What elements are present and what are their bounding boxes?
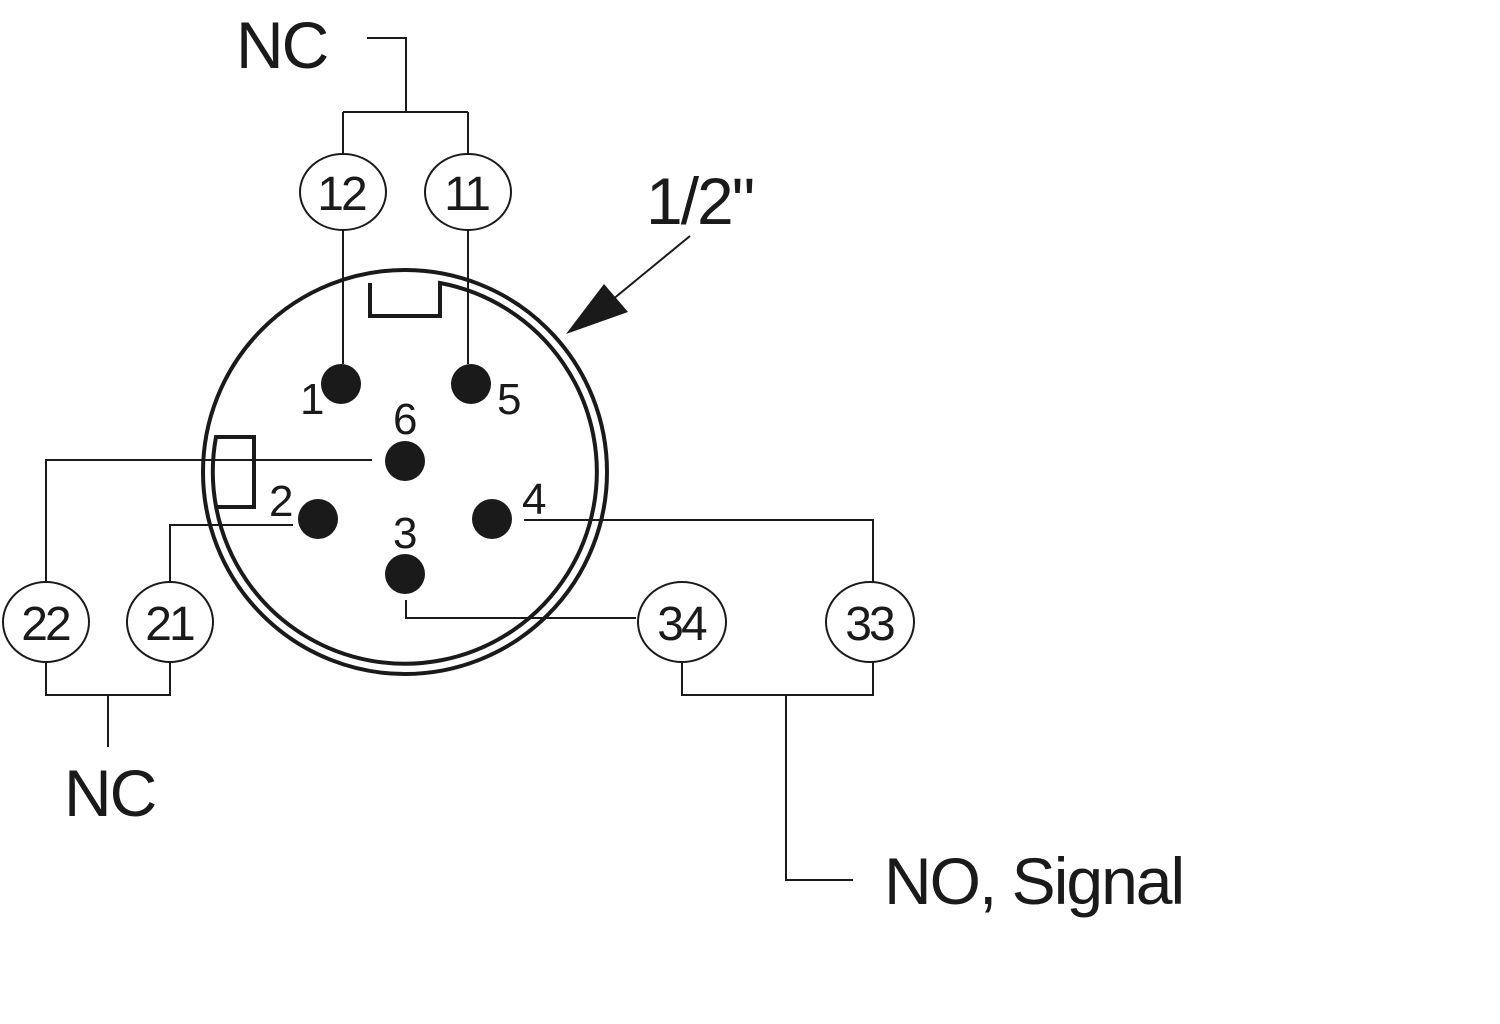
wire-pin6-t22 xyxy=(45,459,372,582)
size-pointer-line xyxy=(611,235,691,301)
nc-top-label: NC xyxy=(236,8,328,82)
nc-bottom-label: NC xyxy=(64,756,156,830)
pin-1 xyxy=(321,364,361,404)
size-pointer-arrowhead xyxy=(566,284,628,334)
terminal-22-label: 22 xyxy=(21,598,70,651)
connector-inner-face xyxy=(210,280,599,666)
pin-2-label: 2 xyxy=(269,477,293,526)
pin-2 xyxy=(298,499,338,539)
terminal-22: 22 xyxy=(2,581,90,663)
terminal-34: 34 xyxy=(637,581,727,663)
pin-3 xyxy=(385,554,425,594)
terminal-12: 12 xyxy=(299,153,387,231)
terminal-12-label: 12 xyxy=(317,168,366,221)
terminal-34-label: 34 xyxy=(657,598,707,651)
pin-5-label: 5 xyxy=(497,375,521,424)
terminal-11-label: 11 xyxy=(444,168,489,221)
terminal-11: 11 xyxy=(424,153,512,231)
wire-pin4-t33 xyxy=(524,519,874,582)
wire-nc-bottom xyxy=(45,660,171,747)
wire-pin3-t34 xyxy=(405,600,636,619)
pin-5 xyxy=(451,364,491,404)
pin-6-label: 6 xyxy=(393,395,417,444)
wire-nc-top xyxy=(342,37,469,156)
pin-1-label: 1 xyxy=(300,375,324,424)
wire-no-signal xyxy=(681,660,874,881)
connector-outer-ring xyxy=(201,268,609,676)
no-signal-label: NO, Signal xyxy=(884,844,1183,918)
terminal-33: 33 xyxy=(825,581,915,663)
pin-3-label: 3 xyxy=(393,509,417,558)
size-label: 1/2" xyxy=(646,164,753,238)
pin-4 xyxy=(472,499,512,539)
terminal-33-label: 33 xyxy=(845,598,894,651)
pin-4-label: 4 xyxy=(522,475,546,524)
terminal-21: 21 xyxy=(126,581,214,663)
wire-pin2-t21 xyxy=(169,524,293,582)
terminal-21-label: 21 xyxy=(145,598,194,651)
pin-6 xyxy=(385,441,425,481)
